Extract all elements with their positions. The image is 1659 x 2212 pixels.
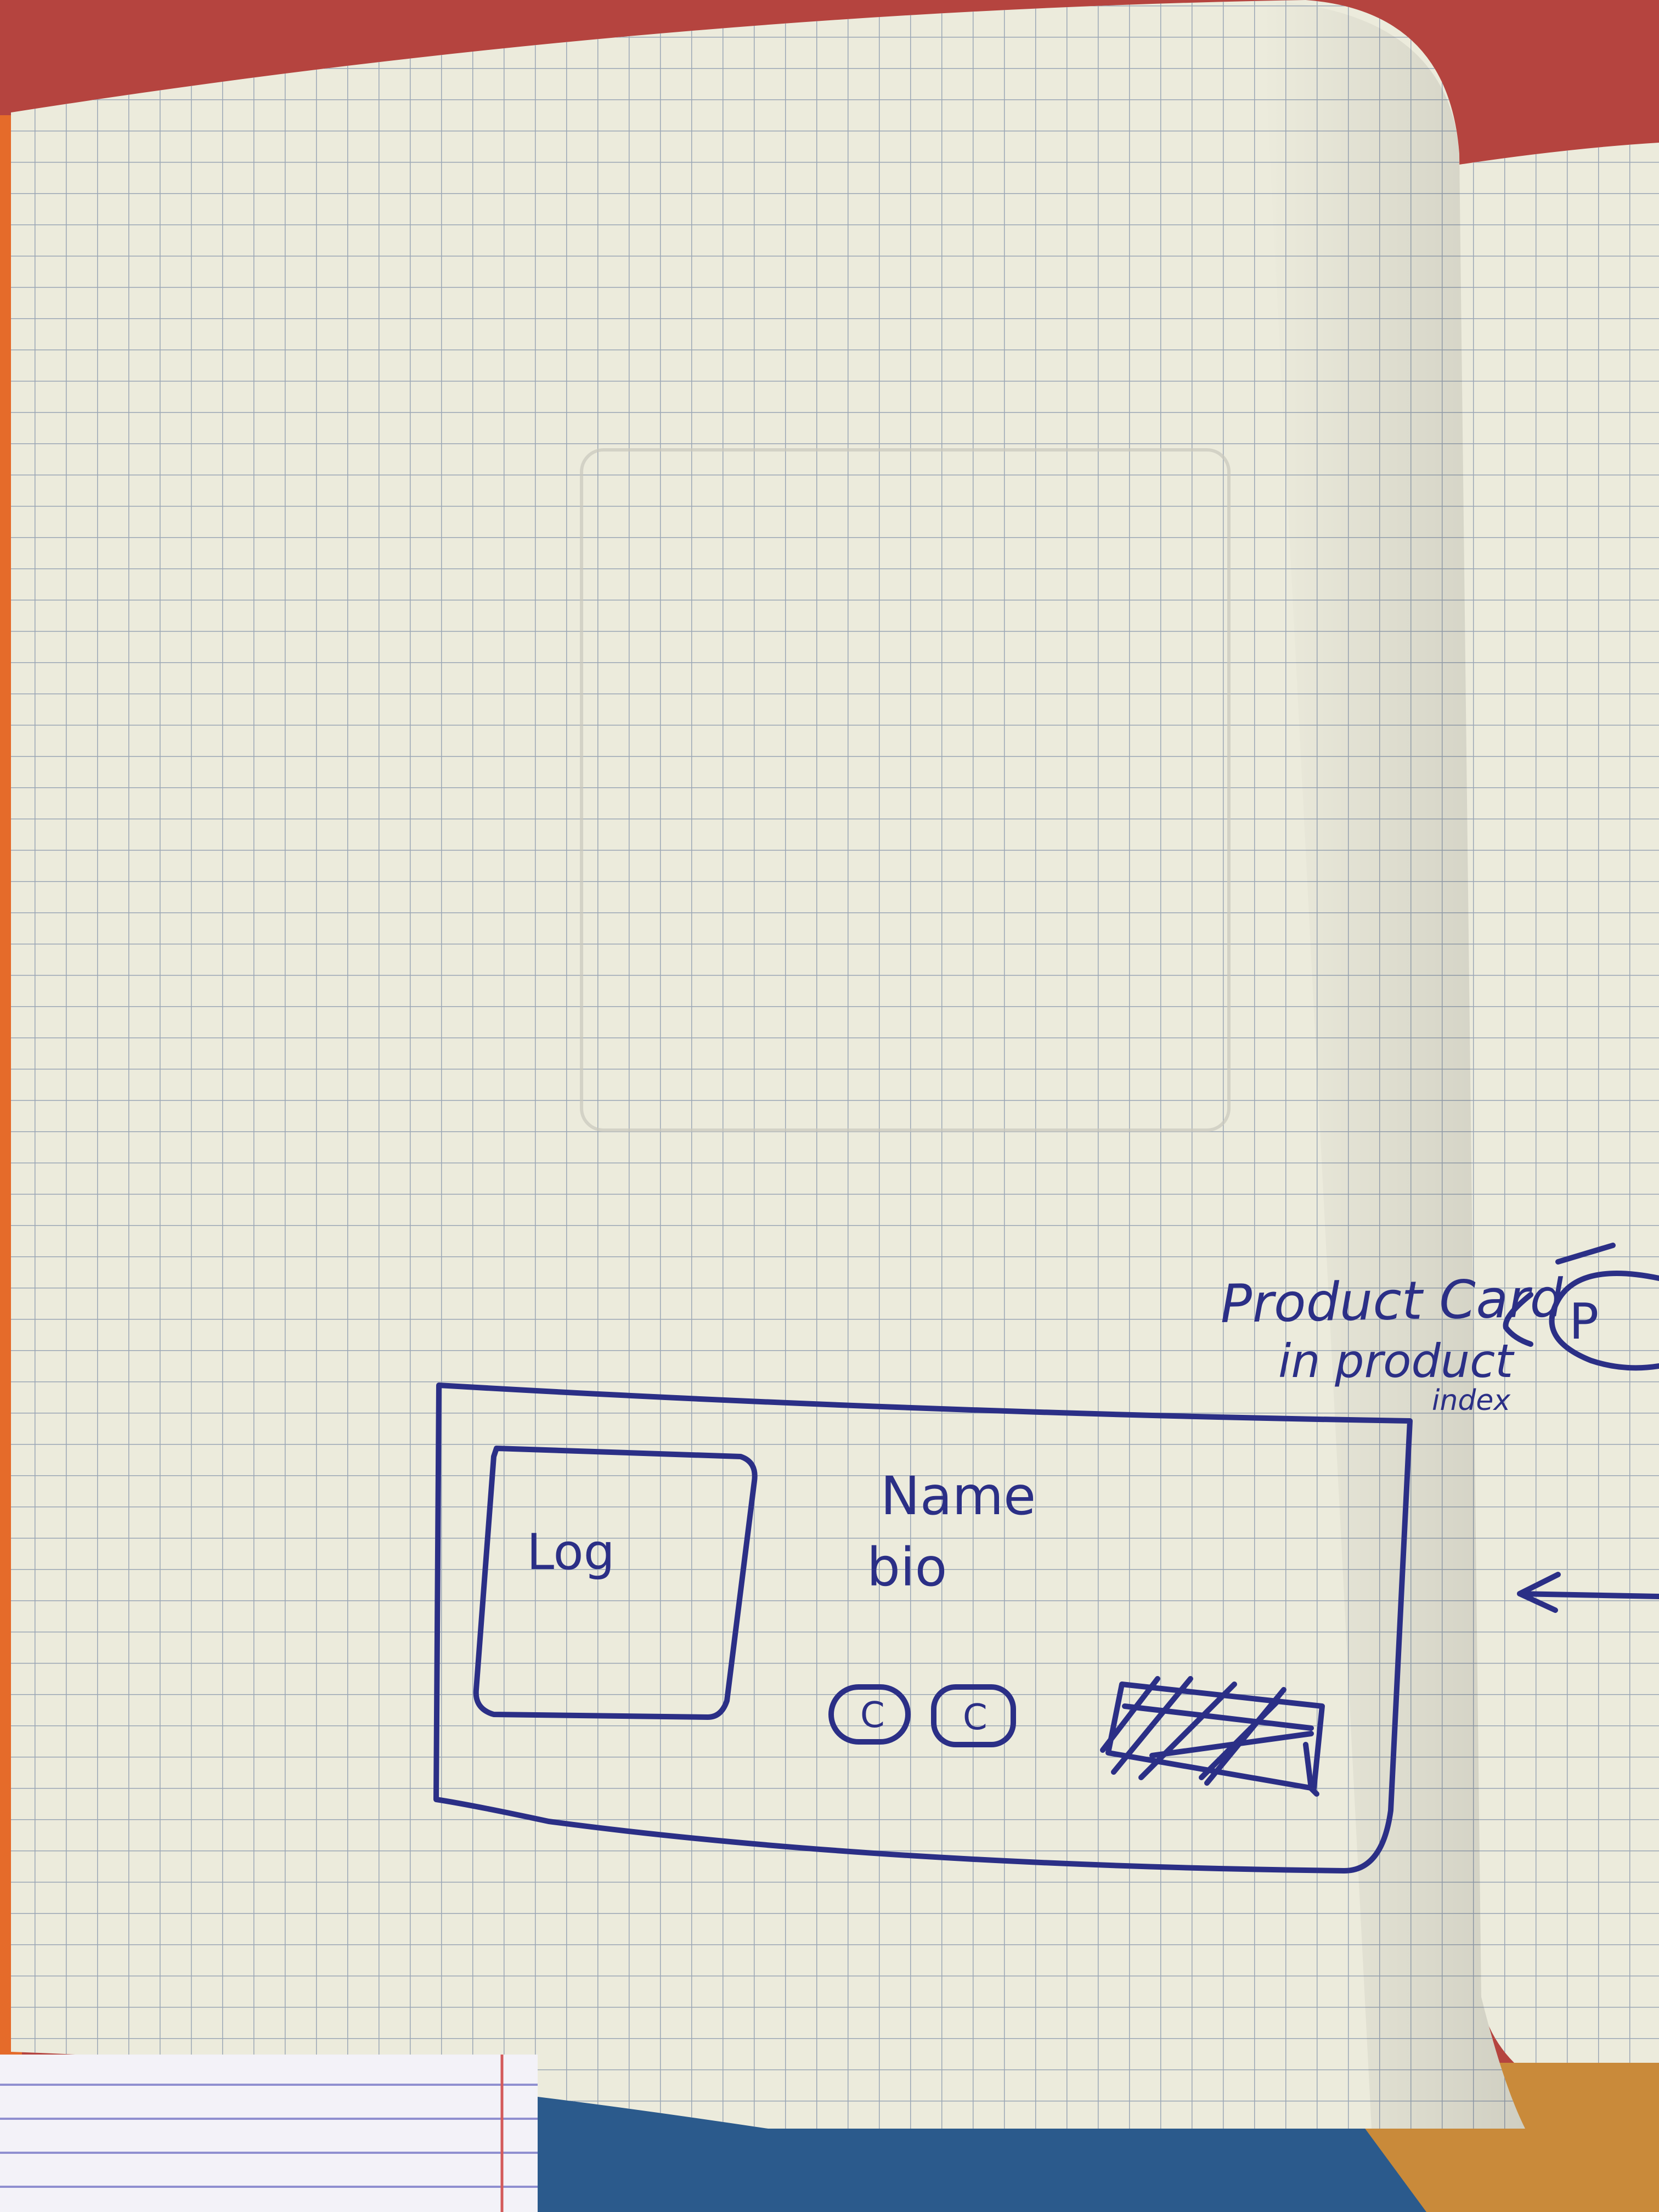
logo-label: Log bbox=[527, 1523, 615, 1581]
grid-page bbox=[11, 0, 1525, 2129]
annotation-line1: Product Card bbox=[1220, 1267, 1564, 1335]
bio-label: bio bbox=[867, 1537, 947, 1598]
right-page bbox=[1459, 143, 1659, 2063]
chip-2-label: C bbox=[963, 1697, 988, 1738]
chip-1-outline bbox=[828, 1684, 911, 1745]
lined-paper bbox=[0, 2055, 538, 2212]
annotation-bracket bbox=[1503, 1292, 1533, 1347]
hatched-box-icon bbox=[1100, 1676, 1325, 1797]
chip-2-outline bbox=[931, 1684, 1016, 1747]
annotation-line2: in product bbox=[1278, 1334, 1515, 1388]
name-label: Name bbox=[881, 1465, 1036, 1527]
logo-box bbox=[473, 1446, 758, 1720]
next-page-bubble-label: P bbox=[1569, 1293, 1599, 1351]
card-outline bbox=[433, 1383, 1413, 1874]
chip-1-label: C bbox=[860, 1695, 885, 1736]
annotation-line3: index bbox=[1432, 1384, 1511, 1417]
product-card-sketch bbox=[433, 1243, 1659, 1874]
arrow-left-icon bbox=[1517, 1572, 1659, 1613]
next-page-bubble bbox=[1549, 1271, 1659, 1371]
